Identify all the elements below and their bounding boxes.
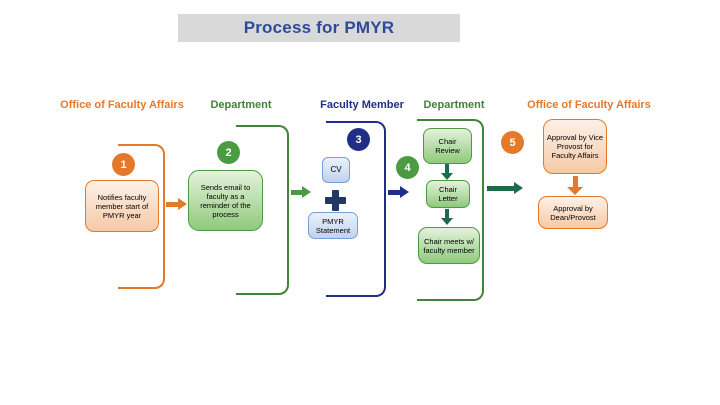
box-send-email: Sends email to faculty as a reminder of … [188,170,263,231]
down-arrow-review-to-letter [441,164,453,180]
step-badge-2: 2 [217,141,240,164]
title-banner: Process for PMYR [178,14,460,42]
column-header-department-right: Department [423,99,485,111]
box-chair-letter: Chair Letter [426,180,470,208]
column-header-office-faculty-affairs-left: Office of Faculty Affairs [60,99,184,111]
step-badge-5: 5 [501,131,524,154]
column-header-faculty-member: Faculty Member [320,99,404,111]
bracket-office-faculty-affairs [118,144,165,289]
page-title: Process for PMYR [243,18,395,37]
column-header-office-faculty-affairs-right: Office of Faculty Affairs [527,99,651,111]
box-chair-review: Chair Review [423,128,472,164]
bracket-department-left [236,125,289,295]
down-arrow-letter-to-meeting [441,209,453,225]
box-cv: CV [322,157,350,183]
down-arrow-vp-to-dean [567,176,583,195]
box-approval-vice-provost: Approval by Vice Provost for Faculty Aff… [543,119,607,174]
column-header-department-left: Department [210,99,272,111]
bracket-department-right [417,119,484,301]
plus-icon [325,190,346,211]
step-badge-1: 1 [112,153,135,176]
box-approval-dean-provost: Approval by Dean/Provost [538,196,608,229]
box-notify-faculty: Notifies faculty member start of PMYR ye… [85,180,159,232]
step-badge-3: 3 [347,128,370,151]
box-chair-meets: Chair meets w/ faculty member [418,227,480,264]
step-badge-4: 4 [396,156,419,179]
box-pmyr-statement: PMYR Statement [308,212,358,239]
bracket-faculty-member [326,121,386,297]
